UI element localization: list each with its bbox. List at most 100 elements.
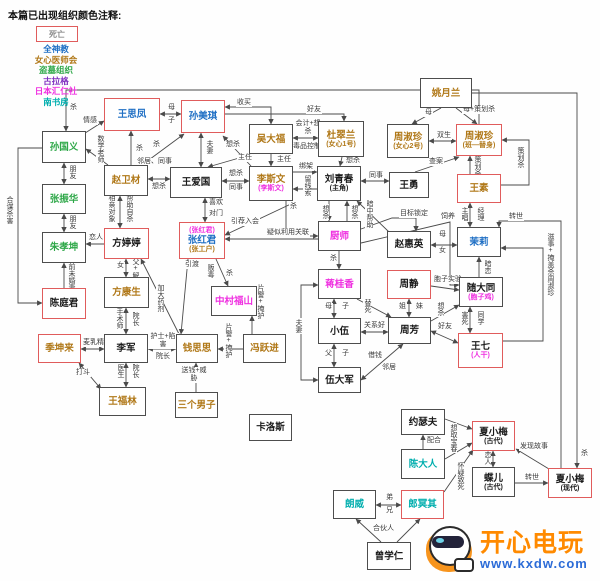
edge-label: 收买 (236, 99, 252, 107)
node-label: 李斯文 (256, 174, 286, 185)
node-zeng-xueren: 曾学仁 (367, 542, 411, 570)
edge-label: 恋人 (483, 450, 491, 466)
node-label: (女心1号) (326, 140, 356, 148)
edge-label: 转世 (508, 213, 524, 221)
relationship-edge (444, 418, 473, 430)
node-chen-tingjun: 陈庭君 (42, 288, 86, 319)
node-label: 王思凤 (117, 109, 147, 120)
node-sun-meiqi: 孙美琪 (181, 100, 225, 133)
node-label: 张振华 (49, 193, 79, 205)
node-wang-yong: 王勇 (389, 172, 429, 198)
edge-label: 暗恋 (483, 259, 491, 275)
relationship-edge (455, 107, 478, 125)
edge-label: 好友 (306, 106, 322, 114)
relationship-edge (500, 245, 544, 342)
edge-label: 想杀 (151, 183, 167, 191)
node-du-cuilan: 杜翠兰(女心1号) (318, 121, 364, 157)
legend-items: 全神教女心医师会盗墓组织古拉格日本汇仁社南书房 (8, 44, 118, 107)
edge-label: 弟 (385, 494, 394, 502)
relationship-edge (472, 92, 580, 469)
edge-label: 恋人 (88, 234, 104, 242)
node-label: 蝶儿 (483, 472, 503, 484)
node-lang-wei: 朗威 (333, 490, 376, 519)
relationship-edge (360, 217, 419, 232)
edge-label: 女 (438, 247, 447, 255)
edge-label: 母 (167, 104, 176, 112)
node-ji-kunlai: 季坤来 (38, 334, 81, 363)
edge-label: 关系好 (363, 322, 386, 330)
node-label: 伍大军 (325, 374, 354, 386)
node-yao-yuelan: 姚月兰 (420, 78, 472, 108)
node-zhou-jing: 周静 (387, 270, 431, 299)
node-label: (现代) (560, 484, 580, 492)
edge-label: 邻居、同事 (136, 158, 173, 166)
node-label: (人干) (471, 352, 490, 359)
node-label: (李斯文) (258, 185, 284, 192)
node-xiao-wu: 小伍 (318, 318, 361, 344)
edge-label: 母+策划杀 (462, 106, 497, 114)
node-xia-xiaomei-xiandai: 夏小梅(现代) (548, 468, 592, 498)
edge-label: 合谋杀害 (5, 195, 13, 225)
edge-label: 留线索 (303, 174, 311, 197)
node-label: 孙美琪 (188, 111, 218, 122)
node-qian-sisi: 钱思思 (176, 334, 218, 363)
node-label: 约瑟夫 (408, 416, 438, 428)
node-label: 厨师 (329, 230, 349, 242)
node-label: (女心2号) (393, 142, 423, 150)
edge-label: 送钱+威胁 (178, 367, 210, 383)
edge-label: 好友 (437, 323, 453, 331)
legend-item: 全神教 (43, 44, 69, 54)
edge-label: 杀 (225, 270, 234, 278)
edge-label: 加大药剂 (156, 283, 164, 313)
edge-label: 想杀 (345, 157, 361, 165)
edge-label: 想杀 (228, 170, 244, 178)
legend-item: 盗墓组织 (38, 65, 73, 75)
node-label: 王福林 (108, 396, 137, 407)
node-zhao-huiying: 赵惠英 (387, 231, 431, 258)
edge-label: 妹 (415, 303, 424, 311)
edge-label: 发现故事 (519, 443, 549, 451)
edge-label: 绑架 (298, 163, 314, 171)
node-wang-qi: 王七(人干) (458, 333, 503, 368)
edge-label: 杀 (152, 141, 161, 149)
edge-label: 手术师 (115, 307, 123, 330)
node-chen-daren: 陈大人 (401, 449, 445, 479)
edge-label: 相亲对象 (107, 193, 115, 223)
edge-label: 贩毒 (206, 263, 214, 279)
node-label: 季坤来 (45, 343, 74, 354)
edge-label: 害死 (460, 310, 468, 326)
edge-label: 同事 (368, 172, 384, 180)
node-chu-shi: 厨师 (318, 221, 361, 251)
legend-title: 本篇已出现组织颜色注释: (8, 11, 122, 22)
edge-label: 转世 (524, 474, 540, 482)
node-zhou-shuzhen-t: 周淑珍(班—替身) (456, 124, 502, 156)
relationship-edge (396, 518, 421, 543)
node-label: 钱思思 (182, 343, 212, 354)
node-wang-sifeng: 王思凤 (104, 98, 160, 131)
edge-label: 母 (324, 303, 333, 311)
node-xia-xiaomei-gudai: 夏小梅(古代) (472, 421, 515, 451)
node-label: 蒋桂香 (325, 278, 354, 290)
edge-label: 父+解剖 (131, 257, 139, 287)
node-label: 郎冥其 (408, 499, 437, 510)
relationship-edge (300, 282, 319, 383)
legend-item: 女心医师会 (34, 54, 78, 65)
node-label: 赵惠英 (394, 239, 424, 250)
node-label: 夏小梅 (479, 426, 508, 438)
edge-label: 朋友 (68, 164, 76, 180)
edge-label: 院长 (131, 363, 139, 379)
node-label: 卡洛斯 (256, 422, 285, 433)
edge-label: 前未婚妻 (67, 262, 75, 292)
edge-label: 怀疑致死 (456, 461, 464, 491)
edge-label: 配合 (426, 437, 442, 445)
edge-label: 滋事+掩盖杀周淑珍 (546, 232, 554, 297)
edge-label: 护士+陷害 (147, 333, 179, 349)
node-li-siwen: 李斯文(李斯文) (249, 166, 293, 201)
edge-label: 子 (341, 350, 350, 358)
node-ka-luosi: 卡洛斯 (249, 414, 292, 441)
node-label: 周芳 (399, 325, 419, 336)
edge-label: 胞子实验 (433, 276, 463, 284)
relationship-edge (496, 220, 562, 468)
edge-label: 女 (116, 262, 125, 270)
node-label: 茉莉 (469, 236, 489, 248)
